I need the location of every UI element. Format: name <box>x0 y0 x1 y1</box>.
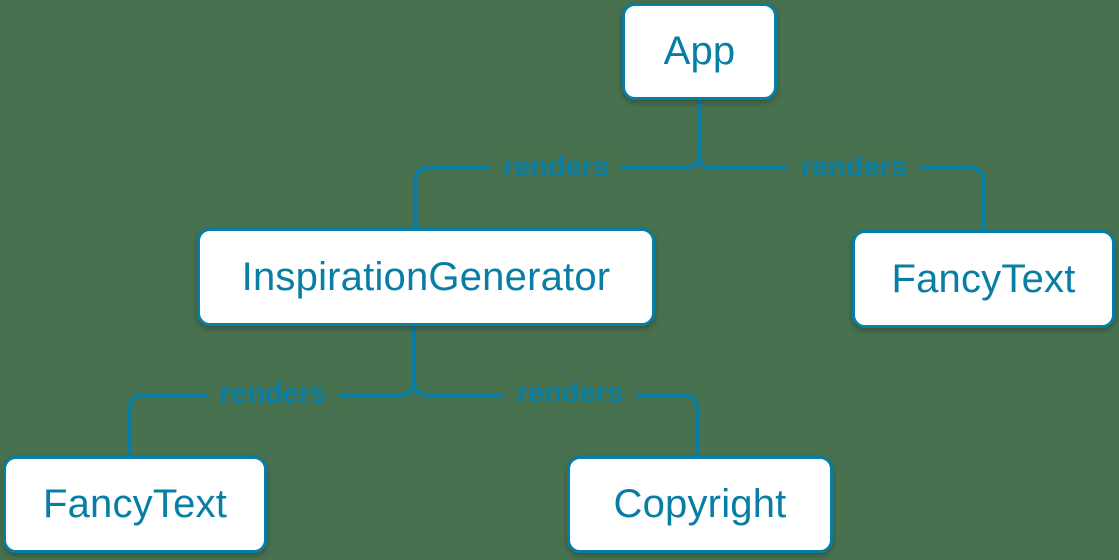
tree-node-app: App <box>622 3 777 100</box>
edge-label-renders-app-inspirationgenerator: renders <box>489 150 623 186</box>
tree-node-fancy-text-right: FancyText <box>852 230 1115 328</box>
node-label-copyright: Copyright <box>613 482 787 526</box>
edge-label-renders-app-fancytext: renders <box>787 150 921 186</box>
edge-label-renders-inspirationgenerator-fancytext: renders <box>206 377 340 413</box>
tree-node-inspiration-generator: InspirationGenerator <box>197 228 655 326</box>
node-label-inspiration-generator: InspirationGenerator <box>241 254 611 299</box>
node-label-fancy-text-right: FancyText <box>891 256 1076 301</box>
tree-node-copyright: Copyright <box>567 456 833 553</box>
node-label-app: App <box>663 29 736 73</box>
tree-node-fancy-text-left: FancyText <box>3 456 267 553</box>
node-label-fancy-text-left: FancyText <box>42 482 228 526</box>
edge-label-renders-inspirationgenerator-copyright: renders <box>503 376 637 412</box>
